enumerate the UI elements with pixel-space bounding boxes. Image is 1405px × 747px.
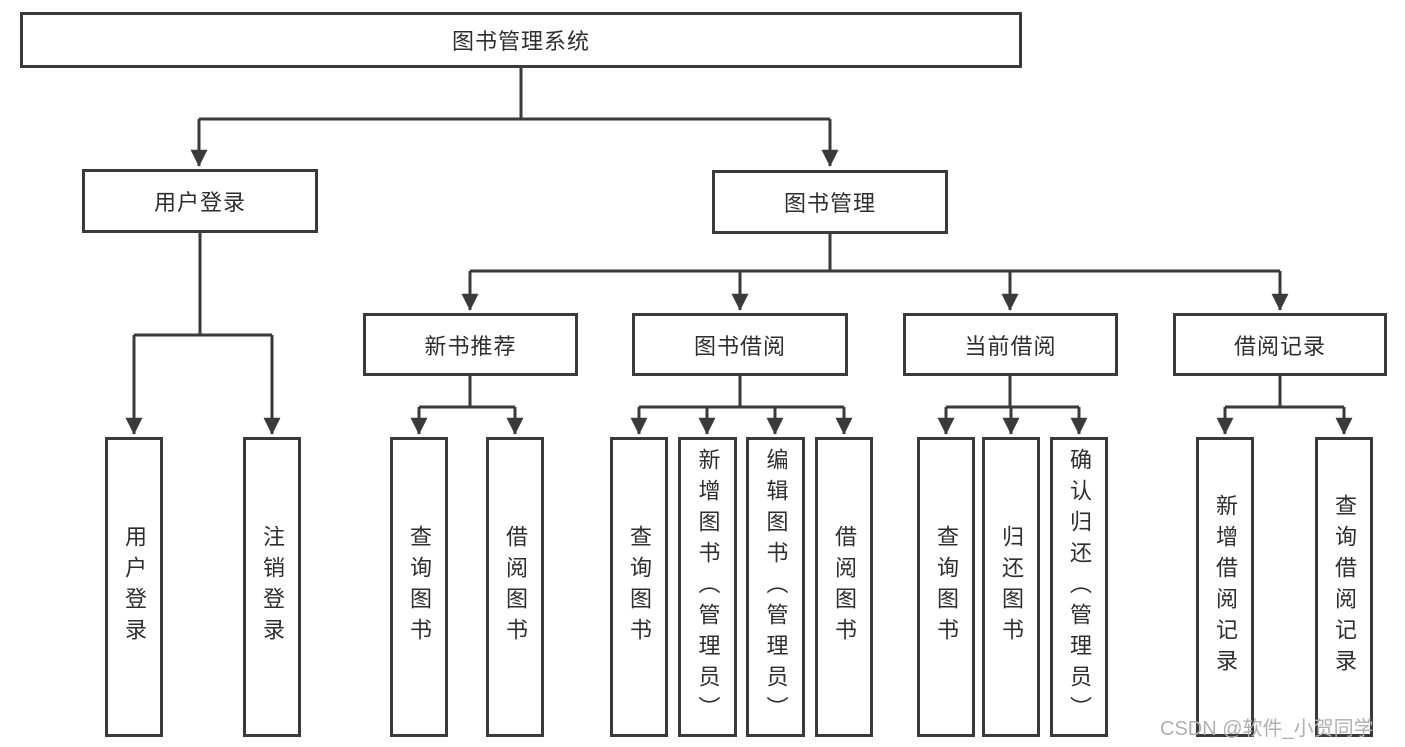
node-book-management: 图书管理 xyxy=(712,170,948,234)
node-new-book-recommend: 新书推荐 xyxy=(363,313,578,376)
leaf-return-books: 归还图书 xyxy=(982,437,1040,737)
leaf-borrow-books: 借阅图书 xyxy=(486,437,544,737)
node-borrow-records: 借阅记录 xyxy=(1173,313,1387,376)
leaf-add-borrow-record: 新增借阅记录 xyxy=(1196,437,1254,737)
leaf-query-books: 查询图书 xyxy=(917,437,975,737)
leaf-query-books: 查询图书 xyxy=(390,437,448,737)
csdn-watermark: CSDN @软件_小贺同学 xyxy=(1160,718,1374,740)
leaf-edit-book-admin: 编辑图书（管理员） xyxy=(746,437,805,737)
leaf-logout: 注销登录 xyxy=(243,437,301,737)
leaf-query-borrow-record: 查询借阅记录 xyxy=(1315,437,1373,737)
node-book-borrow: 图书借阅 xyxy=(632,313,848,376)
leaf-borrow-books: 借阅图书 xyxy=(815,437,873,737)
node-current-borrow: 当前借阅 xyxy=(903,313,1118,376)
leaf-user-login: 用户登录 xyxy=(105,437,163,737)
leaf-query-books: 查询图书 xyxy=(610,437,668,737)
node-library-management-system: 图书管理系统 xyxy=(20,12,1022,68)
leaf-add-book-admin: 新增图书（管理员） xyxy=(678,437,737,737)
leaf-confirm-return-admin: 确认归还（管理员） xyxy=(1050,437,1108,737)
node-user-login: 用户登录 xyxy=(82,169,318,233)
